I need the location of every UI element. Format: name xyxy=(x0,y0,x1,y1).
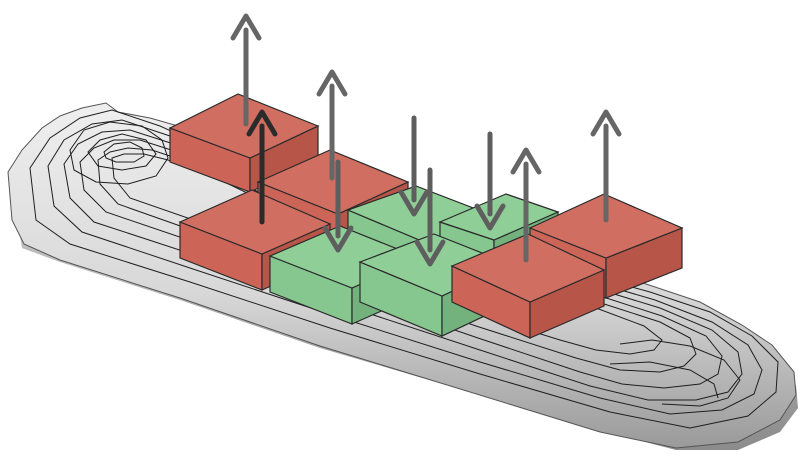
arrow-head xyxy=(590,109,622,137)
arrow-head xyxy=(414,239,446,267)
block-top-face xyxy=(450,233,606,303)
arrow-down-icon xyxy=(414,167,446,267)
arrow-head xyxy=(230,13,262,41)
contour-line xyxy=(619,339,741,407)
arrow-head xyxy=(322,225,354,253)
raise-block xyxy=(450,233,606,339)
arrow-down-icon xyxy=(398,115,430,217)
contour-peak-inner xyxy=(103,141,145,163)
raise-block xyxy=(168,93,320,193)
arrow-up-icon xyxy=(590,109,622,223)
arrow-head xyxy=(246,109,278,137)
arrow-head xyxy=(474,203,506,231)
arrow-up-icon xyxy=(316,69,348,181)
block-grid xyxy=(168,93,684,339)
arrow-up-icon xyxy=(510,147,542,263)
arrow-head xyxy=(316,69,348,97)
block-top-face xyxy=(178,189,332,255)
contour-line xyxy=(69,121,169,185)
block-top-face xyxy=(168,93,320,159)
arrow-head xyxy=(510,147,542,175)
contour-peak xyxy=(87,133,157,171)
block-top-face xyxy=(256,149,410,215)
arrow-down-icon xyxy=(322,159,354,253)
arrow-down-icon xyxy=(474,131,506,231)
arrow-up-icon xyxy=(230,13,262,127)
arrow-head xyxy=(398,189,430,217)
arrow-up-icon xyxy=(246,109,278,225)
arrow-layer xyxy=(230,13,622,267)
contour-line xyxy=(29,109,779,429)
block-top-face xyxy=(528,193,684,259)
contour-line xyxy=(609,361,719,399)
